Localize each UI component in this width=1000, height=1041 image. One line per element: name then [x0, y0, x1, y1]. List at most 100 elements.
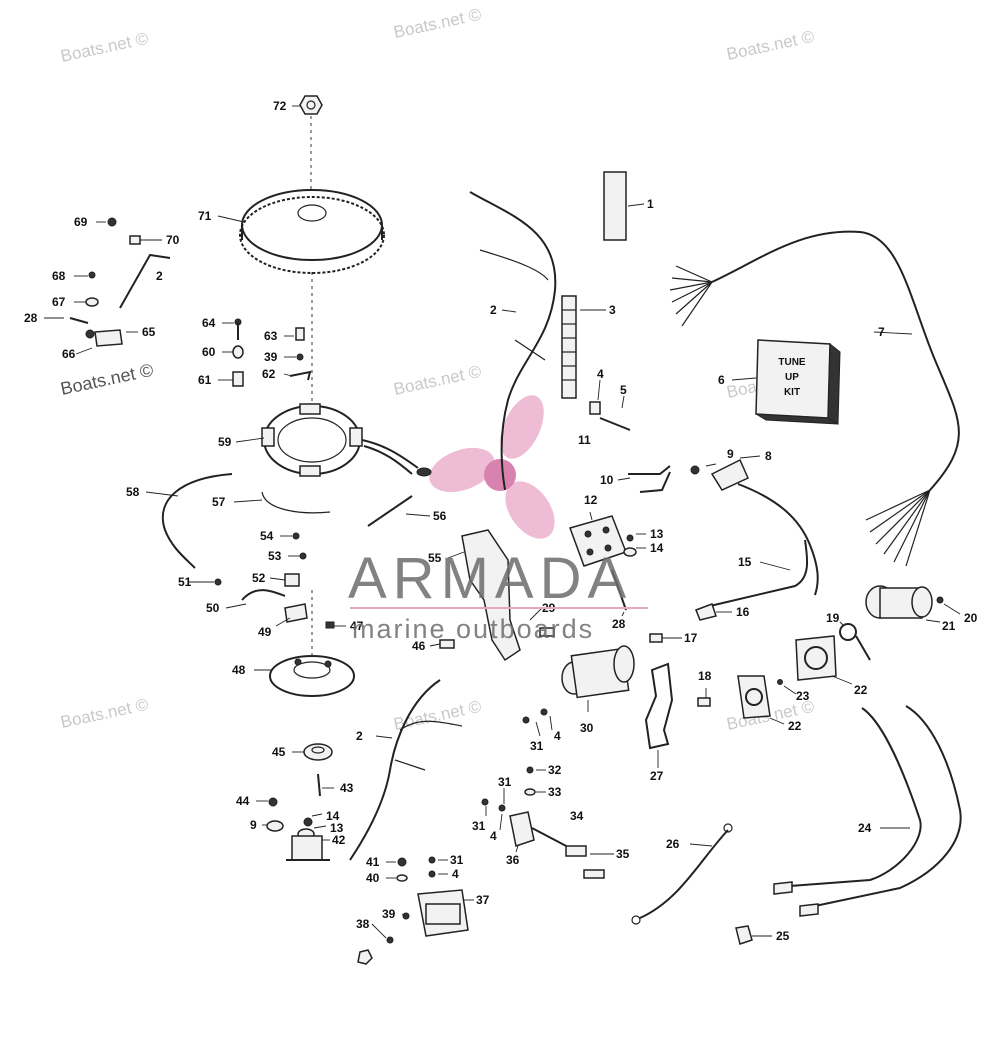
callout-31-c: 31 [472, 819, 486, 833]
part-22-plate-lower [737, 675, 771, 719]
callout-23: 23 [796, 689, 810, 703]
part-7-main-harness [711, 230, 960, 491]
part-21-ignition-switch [865, 585, 944, 619]
callout-28-right: 28 [612, 617, 626, 631]
callout-19: 19 [826, 611, 840, 625]
part-1-decal [603, 171, 627, 241]
callout-51: 51 [178, 575, 192, 589]
callout-54: 54 [260, 529, 274, 543]
callout-53: 53 [268, 549, 282, 563]
callout-6: 6 [718, 373, 725, 387]
part-27-clamp [644, 662, 674, 750]
callout-2-mid: 2 [490, 303, 497, 317]
callout-37: 37 [476, 893, 490, 907]
callout-5: 5 [620, 383, 627, 397]
callout-3: 3 [609, 303, 616, 317]
callout-33: 33 [548, 785, 562, 799]
callout-34: 34 [570, 809, 584, 823]
watermark-4: Boats.net © [59, 360, 155, 399]
left-lever-assembly [69, 217, 171, 347]
watermark-3: Boats.net © [725, 27, 817, 64]
callout-40: 40 [366, 871, 380, 885]
part-24-battery-cables [789, 707, 922, 887]
callout-31-b: 31 [498, 775, 512, 789]
leader-lines [44, 105, 961, 939]
callout-70: 70 [166, 233, 180, 247]
propeller-logo-icon [429, 395, 555, 539]
callout-55: 55 [428, 551, 442, 565]
part-15-cable [709, 539, 809, 607]
callout-42: 42 [332, 833, 346, 847]
callout-31-a: 31 [530, 739, 544, 753]
callout-4-top: 4 [597, 367, 604, 381]
callout-22-lower: 22 [788, 719, 802, 733]
callout-30: 30 [580, 721, 594, 735]
callout-18: 18 [698, 669, 712, 683]
pickup-assembly [214, 532, 335, 629]
part-43-pin [317, 773, 321, 797]
callout-26: 26 [666, 837, 680, 851]
part-3-terminal-block [561, 295, 577, 399]
callout-14-top: 14 [650, 541, 664, 555]
callout-22-upper: 22 [854, 683, 868, 697]
part-26-ground-wire [639, 829, 729, 919]
part-35-cap [565, 845, 587, 857]
callout-28-left: 28 [24, 311, 38, 325]
callout-48: 48 [232, 663, 246, 677]
callout-72: 72 [273, 99, 287, 113]
callout-2-top: 2 [156, 269, 163, 283]
part-71-flywheel [239, 189, 385, 274]
callout-24: 24 [858, 821, 872, 835]
callout-numbers: 72 71 1 69 70 68 2 67 28 65 66 64 63 60 … [24, 99, 978, 943]
callout-44: 44 [236, 794, 250, 808]
callout-31-d: 31 [450, 853, 464, 867]
callout-16: 16 [736, 605, 750, 619]
watermark-2: Boats.net © [392, 5, 484, 42]
part-6-tune-up-kit: TUNE UP KIT [755, 339, 841, 425]
stator-fasteners [232, 318, 312, 387]
callout-69: 69 [74, 215, 88, 229]
callout-59: 59 [218, 435, 232, 449]
callout-1: 1 [647, 197, 654, 211]
part-19-key [839, 623, 871, 661]
callout-36: 36 [506, 853, 520, 867]
callout-4-a: 4 [554, 729, 561, 743]
callout-46: 46 [412, 639, 426, 653]
callout-20: 20 [964, 611, 978, 625]
callout-47: 47 [350, 619, 364, 633]
callout-49: 49 [258, 625, 272, 639]
callout-41: 41 [366, 855, 380, 869]
callout-13-top: 13 [650, 527, 664, 541]
watermark-8: Boats.net © [392, 697, 484, 734]
callout-21: 21 [942, 619, 956, 633]
part-42-relay [266, 797, 330, 861]
watermark-5: Boats.net © [392, 362, 484, 399]
armada-brand-watermark: ARMADA marine outboards [348, 546, 648, 644]
brand-main-text: ARMADA [348, 546, 632, 611]
callout-32: 32 [548, 763, 562, 777]
callout-56: 56 [433, 509, 447, 523]
callout-27: 27 [650, 769, 664, 783]
callout-62: 62 [262, 367, 276, 381]
callout-4-c: 4 [452, 867, 459, 881]
callout-9-top: 9 [727, 447, 734, 461]
part-22-plate-upper [795, 635, 837, 681]
callout-14-bottom: 14 [326, 809, 340, 823]
callout-63: 63 [264, 329, 278, 343]
kit-label-tune: TUNE [778, 357, 806, 368]
callout-64: 64 [202, 316, 216, 330]
callout-25: 25 [776, 929, 790, 943]
callout-43: 43 [340, 781, 354, 795]
callout-9-bottom: 9 [250, 818, 257, 832]
callout-35: 35 [616, 847, 630, 861]
callout-60: 60 [202, 345, 216, 359]
brand-sub-text: marine outboards [352, 614, 594, 644]
part-59-stator [261, 403, 432, 477]
part-10-plug [628, 465, 671, 493]
callout-67: 67 [52, 295, 66, 309]
callout-39-top: 39 [264, 350, 278, 364]
kit-label-kit: KIT [784, 387, 800, 398]
kit-label-up: UP [785, 372, 799, 383]
part-56-sleeve [367, 495, 413, 527]
